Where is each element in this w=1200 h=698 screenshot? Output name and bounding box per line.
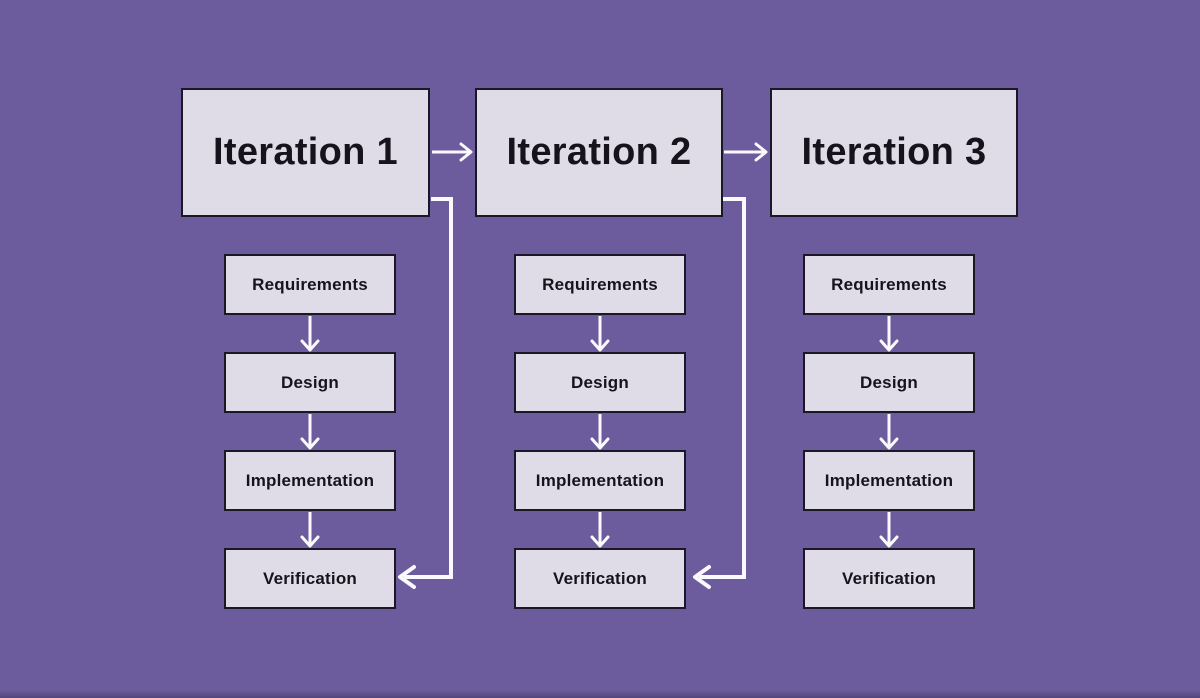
stage-verification-1: Verification (224, 548, 396, 609)
stage-implementation-2: Implementation (514, 450, 686, 511)
stage-design-3: Design (803, 352, 975, 413)
stage-requirements-1: Requirements (224, 254, 396, 315)
arrow-implementation-to-verification-1 (300, 512, 320, 548)
arrow-implementation-to-verification-3 (879, 512, 899, 548)
arrow-design-to-implementation-3 (879, 414, 899, 450)
stage-label: Implementation (824, 470, 954, 490)
arrow-design-to-implementation-1 (300, 414, 320, 450)
stage-implementation-1: Implementation (224, 450, 396, 511)
stage-label: Verification (262, 568, 358, 588)
arrow-design-to-implementation-2 (590, 414, 610, 450)
arrow-requirements-to-design-1 (300, 316, 320, 352)
stage-label: Requirements (542, 274, 658, 294)
feedback-arrow-iteration2-to-verification (693, 197, 746, 589)
iteration-2-box: Iteration 2 (475, 88, 723, 217)
stage-verification-2: Verification (514, 548, 686, 609)
stage-label: Requirements (831, 274, 947, 294)
arrow-implementation-to-verification-2 (590, 512, 610, 548)
arrow-iteration2-to-iteration3 (724, 142, 768, 162)
stage-design-2: Design (514, 352, 686, 413)
stage-verification-3: Verification (803, 548, 975, 609)
feedback-arrow-iteration1-to-verification (398, 197, 453, 589)
stage-label: Requirements (252, 274, 368, 294)
iteration-1-box: Iteration 1 (181, 88, 430, 217)
stage-label: Verification (841, 568, 937, 588)
stage-requirements-2: Requirements (514, 254, 686, 315)
stage-label: Design (860, 372, 918, 392)
iteration-3-label: Iteration 3 (801, 131, 987, 173)
arrow-iteration1-to-iteration2 (432, 142, 473, 162)
stage-label: Design (571, 372, 629, 392)
stage-label: Design (281, 372, 339, 392)
iteration-2-label: Iteration 2 (506, 131, 692, 173)
arrow-requirements-to-design-3 (879, 316, 899, 352)
stage-label: Implementation (245, 470, 375, 490)
iteration-1-label: Iteration 1 (213, 131, 398, 173)
stage-design-1: Design (224, 352, 396, 413)
arrow-requirements-to-design-2 (590, 316, 610, 352)
stage-requirements-3: Requirements (803, 254, 975, 315)
stage-implementation-3: Implementation (803, 450, 975, 511)
stage-label: Verification (552, 568, 648, 588)
stage-label: Implementation (535, 470, 665, 490)
iteration-3-box: Iteration 3 (770, 88, 1018, 217)
